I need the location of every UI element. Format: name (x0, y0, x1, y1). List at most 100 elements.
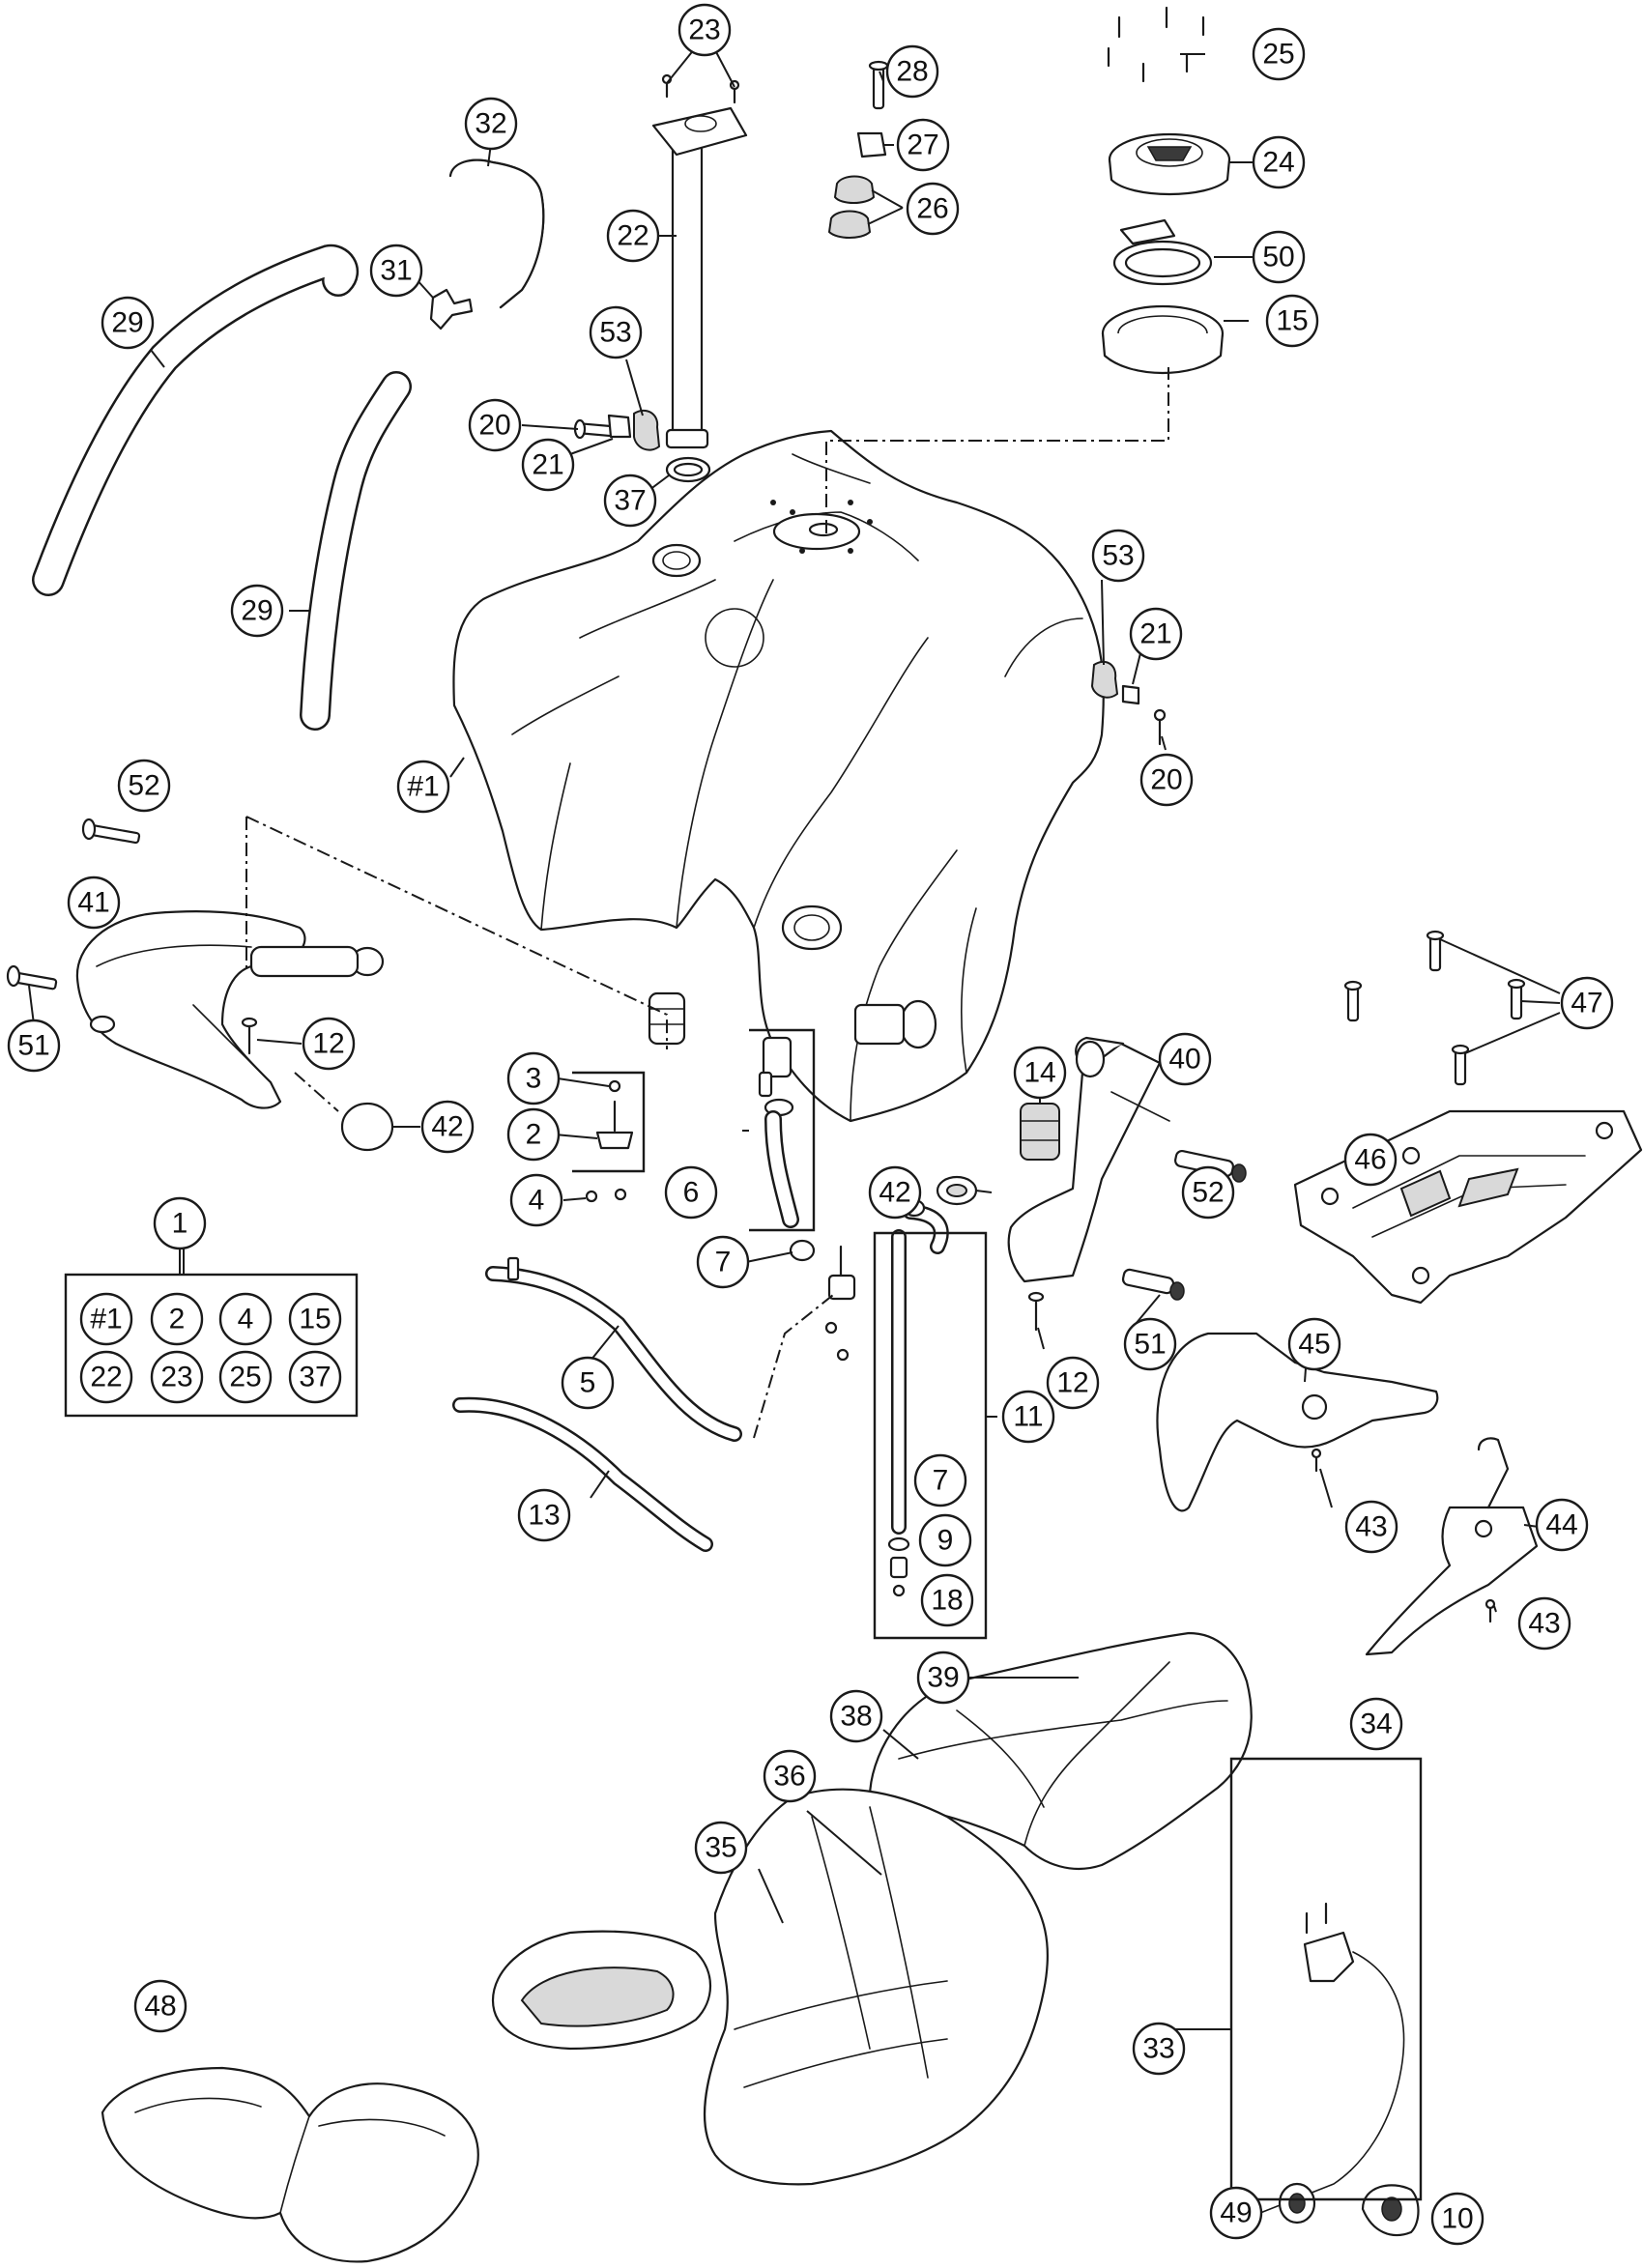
callout-c3: 3 (506, 1051, 561, 1105)
callout-c27: 27 (896, 118, 950, 172)
callout-circle (561, 1356, 615, 1410)
svg-text:25: 25 (229, 1362, 261, 1393)
callout-label: 53 (599, 317, 631, 349)
bolt-51-left (6, 964, 58, 990)
callout-circle (1287, 1317, 1341, 1371)
fuel-pump-tube (651, 106, 748, 449)
callout-c37: 37 (603, 474, 657, 528)
callout-label: 29 (111, 307, 143, 339)
svg-text:#1: #1 (90, 1304, 122, 1335)
callout-circle (133, 1979, 187, 2033)
callout-label: 7 (933, 1465, 949, 1497)
callout-label: 42 (879, 1177, 910, 1209)
callout-c43b: 43 (1517, 1596, 1571, 1651)
kit-item-5: 22 (79, 1350, 133, 1404)
kit-item-6: 23 (150, 1350, 204, 1404)
callout-circle (1158, 1032, 1212, 1086)
callout-label: 4 (529, 1185, 545, 1217)
callout-label: 34 (1360, 1708, 1392, 1740)
callout-circle (606, 209, 660, 263)
callout-c53b: 53 (1091, 529, 1145, 583)
callout-circle (694, 1821, 748, 1875)
callout-circle (521, 438, 575, 492)
tap-fitting (824, 1245, 856, 1362)
callout-c34: 34 (1349, 1697, 1403, 1751)
callout-label: 36 (773, 1761, 805, 1793)
callout-circle (1013, 1046, 1067, 1100)
callout-circle (1265, 294, 1319, 348)
callout-label: 21 (532, 449, 563, 481)
callout-c20a: 20 (468, 398, 522, 452)
callout-circle (464, 97, 518, 151)
callout-c35: 35 (694, 1821, 748, 1875)
hose-29-short (300, 371, 412, 731)
callout-c26: 26 (906, 182, 960, 236)
callout-circle (868, 1165, 922, 1220)
callout-label: 24 (1262, 147, 1294, 179)
svg-text:4: 4 (238, 1304, 254, 1335)
callout-circle (506, 1107, 561, 1162)
callout-c41: 41 (67, 876, 121, 930)
callout-c22: 22 (606, 209, 660, 263)
callout-label: 33 (1142, 2033, 1174, 2065)
left-bracket (75, 910, 385, 1109)
callout-label: 12 (312, 1028, 344, 1060)
callout-label: 48 (144, 1991, 176, 2023)
svg-text:22: 22 (90, 1362, 122, 1393)
callout-c52a: 52 (117, 759, 171, 813)
footpeg-bracket (1365, 1437, 1539, 1656)
callout-circle (1001, 1390, 1055, 1444)
callout-circle (906, 182, 960, 236)
kit-item-3: 4 (218, 1292, 273, 1346)
screws-43 (1311, 1448, 1496, 1623)
seat-cover-48 (101, 2066, 479, 2263)
callout-label: 1 (172, 1208, 188, 1240)
sensor-assembly (585, 1079, 634, 1203)
callout-c45: 45 (1287, 1317, 1341, 1371)
callout-c42b: 42 (868, 1165, 922, 1220)
callout-c31: 31 (369, 244, 423, 298)
kit-contents-box: #1 2 4 15 22 23 25 37 (64, 1247, 359, 1418)
callout-circle (916, 1651, 970, 1705)
callout-circle (1349, 1697, 1403, 1751)
callout-label: 20 (1150, 764, 1182, 796)
callout-label: 29 (241, 595, 273, 627)
callout-label: 53 (1102, 540, 1134, 572)
callout-circle (1123, 1317, 1177, 1371)
callout-c49: 49 (1209, 2186, 1263, 2240)
callout-label: 50 (1262, 242, 1294, 273)
callout-label: 14 (1023, 1057, 1055, 1089)
callout-label: 52 (128, 770, 159, 802)
bolt-51-right (1121, 1268, 1185, 1301)
callout-c29b: 29 (230, 584, 284, 638)
y-connector (429, 288, 474, 330)
callout-c4: 4 (509, 1173, 563, 1227)
callout-circle (677, 3, 732, 57)
callout-c1: 1 (153, 1196, 207, 1250)
grab-handle (1156, 1332, 1439, 1512)
filler-cap (1108, 132, 1231, 196)
callout-label: 40 (1168, 1044, 1200, 1076)
callout-label: 51 (1134, 1329, 1166, 1361)
callout-circle (1430, 2192, 1484, 2246)
callout-circle (896, 118, 950, 172)
callout-c39: 39 (916, 1651, 970, 1705)
callout-circle (1252, 27, 1306, 81)
callout-circle (1535, 1498, 1589, 1552)
callout-c7a: 7 (696, 1235, 750, 1289)
part-drawings (6, 6, 1643, 2263)
callout-circle (885, 44, 939, 99)
callout-c36: 36 (763, 1749, 817, 1803)
callout-c5: 5 (561, 1356, 615, 1410)
callout-circle (302, 1017, 356, 1071)
callout-label: 37 (614, 485, 646, 517)
callout-circle (1139, 753, 1194, 807)
callout-c9: 9 (918, 1513, 972, 1567)
front-seat (491, 1788, 1050, 2186)
callout-c29a: 29 (101, 296, 155, 350)
bolts-47 (1343, 930, 1526, 1086)
callout-label: 10 (1441, 2203, 1473, 2235)
callout-circle (67, 876, 121, 930)
callout-c33: 33 (1132, 2022, 1186, 2076)
callout-label: 23 (688, 14, 720, 46)
